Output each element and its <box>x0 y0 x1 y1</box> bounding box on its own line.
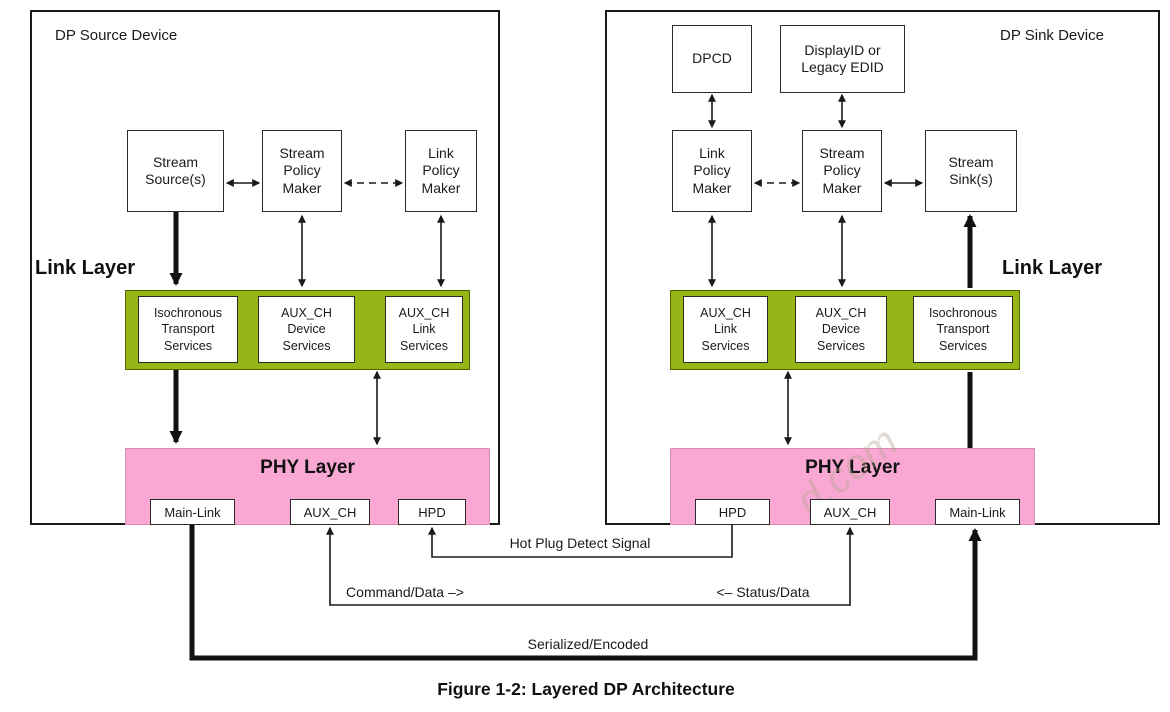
source-device-title: DP Source Device <box>55 27 178 44</box>
sink-aux-ch-port: AUX_CH <box>810 499 890 525</box>
sink-aux-device-services-box: AUX_CH Device Services <box>795 296 887 363</box>
source-aux-ch-port: AUX_CH <box>290 499 370 525</box>
sink-link-layer-label: Link Layer <box>1002 257 1103 279</box>
source-stream-policy-maker-box: Stream Policy Maker <box>262 130 342 212</box>
source-isochronous-transport-box: Isochronous Transport Services <box>138 296 238 363</box>
sink-aux-link-services-box: AUX_CH Link Services <box>683 296 768 363</box>
sink-device-title: DP Sink Device <box>1000 27 1104 44</box>
status-data-label: <– Status/Data <box>716 584 810 600</box>
sink-main-link-port: Main-Link <box>935 499 1020 525</box>
figure-caption: Figure 1-2: Layered DP Architecture <box>437 679 735 699</box>
sink-stream-policy-maker-box: Stream Policy Maker <box>802 130 882 212</box>
source-hpd-port: HPD <box>398 499 466 525</box>
source-link-layer-label: Link Layer <box>35 257 136 279</box>
source-stream-source-box: Stream Source(s) <box>127 130 224 212</box>
source-aux-device-services-box: AUX_CH Device Services <box>258 296 355 363</box>
command-data-label: Command/Data –> <box>346 584 464 600</box>
source-main-link-port: Main-Link <box>150 499 235 525</box>
sink-stream-sink-box: Stream Sink(s) <box>925 130 1017 212</box>
hot-plug-detect-label: Hot Plug Detect Signal <box>509 535 651 551</box>
source-link-policy-maker-box: Link Policy Maker <box>405 130 477 212</box>
serialized-encoded-label: Serialized/Encoded <box>527 636 649 652</box>
sink-hpd-port: HPD <box>695 499 770 525</box>
source-aux-link-services-box: AUX_CH Link Services <box>385 296 463 363</box>
sink-dpcd-box: DPCD <box>672 25 752 93</box>
sink-phy-label: PHY Layer <box>805 457 900 478</box>
sink-link-policy-maker-box: Link Policy Maker <box>672 130 752 212</box>
source-phy-label: PHY Layer <box>260 457 355 478</box>
sink-displayid-edid-box: DisplayID or Legacy EDID <box>780 25 905 93</box>
sink-isochronous-transport-box: Isochronous Transport Services <box>913 296 1013 363</box>
